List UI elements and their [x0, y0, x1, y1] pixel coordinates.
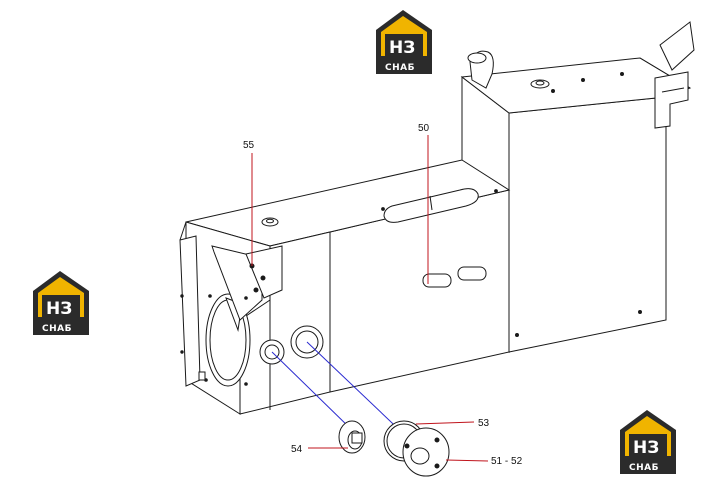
logo-left: НЗ СНАБ [33, 271, 89, 335]
middle-tank [185, 159, 511, 393]
callout-51-52: 51 - 52 [491, 456, 523, 467]
callout-53: 53 [478, 418, 490, 429]
svg-text:СНАБ: СНАБ [42, 324, 72, 334]
assembly-lines [271, 341, 411, 441]
callout-54: 54 [291, 444, 303, 455]
part-54-plug [338, 420, 366, 454]
svg-text:СНАБ: СНАБ [629, 463, 659, 473]
svg-text:НЗ: НЗ [46, 299, 72, 319]
callout-55: 55 [243, 140, 255, 151]
callout-50: 50 [418, 123, 430, 134]
svg-text:СНАБ: СНАБ [385, 63, 415, 73]
front-box [179, 221, 331, 415]
logo-top: НЗ СНАБ [376, 10, 432, 74]
leader-lines [251, 135, 489, 462]
exploded-parts [338, 420, 450, 477]
housing-assembly [179, 21, 695, 415]
part-51-52-cover [402, 427, 450, 477]
logo-bottom-right: НЗ СНАБ [620, 410, 676, 474]
svg-text:НЗ: НЗ [633, 438, 659, 458]
svg-text:НЗ: НЗ [389, 38, 415, 58]
